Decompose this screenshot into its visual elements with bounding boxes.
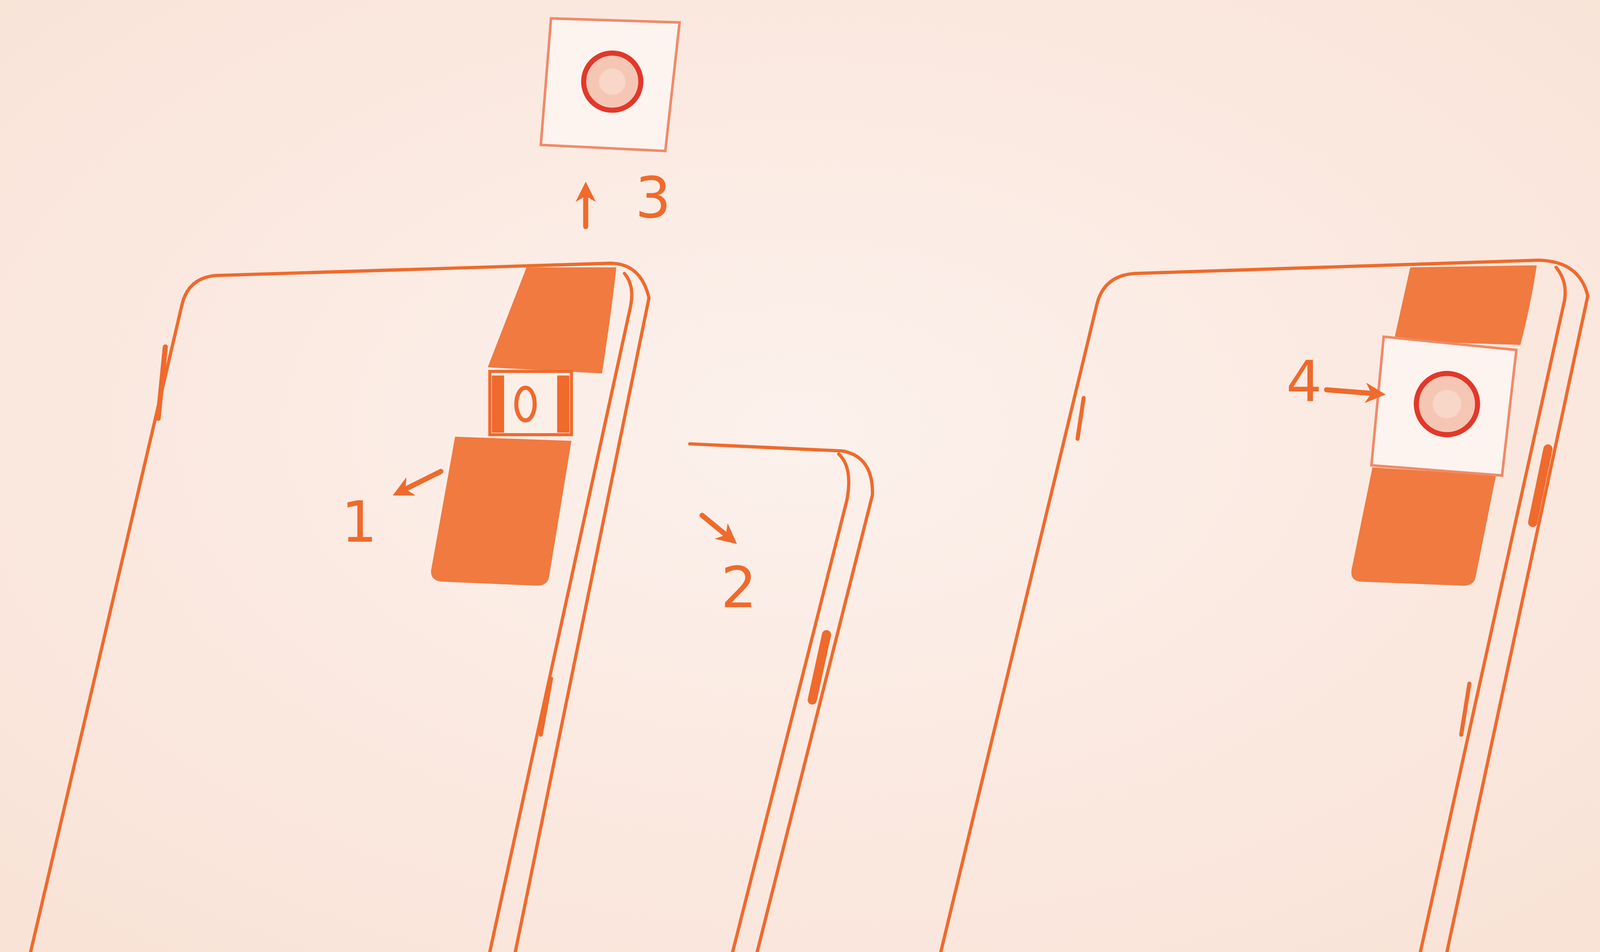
side-button (157, 346, 166, 419)
phone-edge (489, 273, 632, 952)
camera-slot (1351, 265, 1537, 586)
phone-edge (732, 454, 849, 952)
callout-number: 1 (341, 494, 378, 551)
step-arrow (400, 471, 442, 493)
phone-back (689, 444, 873, 952)
side-button (540, 678, 551, 736)
step-arrow (1326, 389, 1378, 394)
callout-number: 4 (1286, 353, 1322, 411)
camera-module (540, 18, 680, 152)
side-button (812, 634, 827, 701)
phone-back (30, 263, 649, 952)
callout-number: 2 (720, 560, 757, 617)
side-button (1532, 449, 1548, 523)
phone-back (940, 260, 1588, 952)
camera-slot (430, 267, 617, 586)
step-arrow (583, 189, 589, 227)
side-button (1077, 397, 1084, 439)
callout-number: 3 (635, 170, 671, 227)
step-arrow (701, 515, 731, 539)
side-button (1461, 683, 1470, 735)
